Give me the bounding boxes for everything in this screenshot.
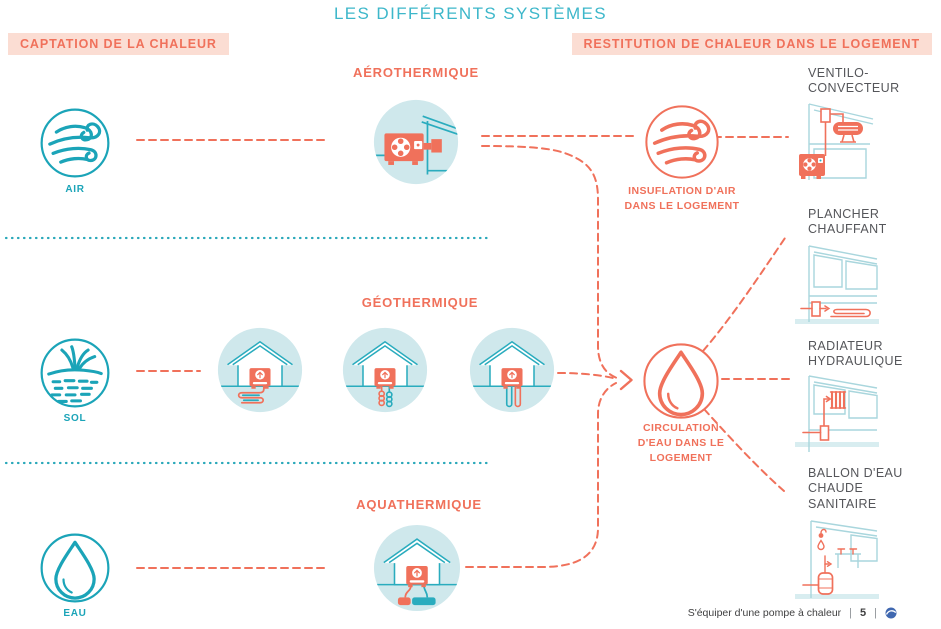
footer-separator: | — [874, 607, 877, 619]
emitter-ballon-art — [795, 516, 879, 604]
insuflation-label: INSUFLATION D'AIR DANS LE LOGEMENT — [624, 185, 740, 213]
system-aerothermique-label: AÉROTHERMIQUE — [353, 65, 479, 80]
source-air — [40, 108, 110, 178]
distribution-insuflation — [644, 104, 720, 180]
page-title: LES DIFFÉRENTS SYSTÈMES — [333, 4, 608, 23]
source-air-label: AIR — [65, 184, 85, 195]
emitter-plancher-art — [795, 240, 879, 328]
wind-icon — [40, 108, 110, 178]
system-aquathermique-label: AQUATHERMIQUE — [356, 497, 482, 512]
wind-icon — [645, 105, 719, 179]
house-horizontal-loop-icon — [217, 327, 303, 413]
source-eau-label: EAU — [63, 608, 87, 619]
geothermique-vertical-probe — [468, 326, 556, 414]
emitter-ventilo-art — [797, 100, 875, 186]
house-water-source-icon — [373, 524, 461, 612]
emitter-radiateur-label: RADIATEUR HYDRAULIQUE — [808, 339, 903, 369]
water-drop-icon — [643, 343, 719, 419]
water-drop-icon — [40, 533, 110, 603]
header-captation: CAPTATION DE LA CHALEUR — [8, 33, 229, 55]
footer-text: S'équiper d'une pompe à chaleur — [687, 607, 842, 619]
footer-separator: | — [849, 607, 853, 619]
soil-icon — [40, 338, 110, 408]
geothermique-horizontal-loop — [216, 326, 304, 414]
emitter-radiateur-art — [795, 368, 879, 458]
fan-coil-unit-icon — [799, 103, 874, 180]
source-eau — [40, 533, 110, 603]
house-coil-loop-icon — [342, 327, 428, 413]
house-vertical-probe-icon — [469, 327, 555, 413]
system-geothermique-label: GÉOTHERMIQUE — [361, 295, 479, 310]
source-sol-label: SOL — [63, 413, 87, 424]
emitter-ventilo-label: VENTILO- CONVECTEUR — [808, 66, 900, 96]
footer: S'équiper d'une pompe à chaleur | 5 | — [688, 607, 897, 619]
system-aerothermique — [372, 98, 460, 186]
junction-arrow-icon — [619, 369, 633, 391]
emitter-ballon-label: BALLON D'EAU CHAUDE SANITAIRE — [808, 466, 903, 511]
geothermique-coil-loop — [341, 326, 429, 414]
source-sol — [40, 338, 110, 408]
footer-page-number: 5 — [860, 607, 867, 619]
ademe-logo-icon — [885, 607, 897, 619]
radiator-icon — [795, 375, 879, 452]
hot-water-tank-icon — [795, 520, 879, 599]
outdoor-heat-pump-unit-icon — [373, 99, 459, 185]
emitter-plancher-label: PLANCHER CHAUFFANT — [808, 207, 887, 237]
distribution-circulation — [642, 342, 720, 420]
header-restitution: RESTITUTION DE CHALEUR DANS LE LOGEMENT — [571, 33, 932, 55]
heated-floor-icon — [795, 245, 879, 324]
system-aquathermique — [372, 523, 462, 613]
circulation-label: CIRCULATION D'EAU DANS LE LOGEMENT — [637, 422, 725, 465]
